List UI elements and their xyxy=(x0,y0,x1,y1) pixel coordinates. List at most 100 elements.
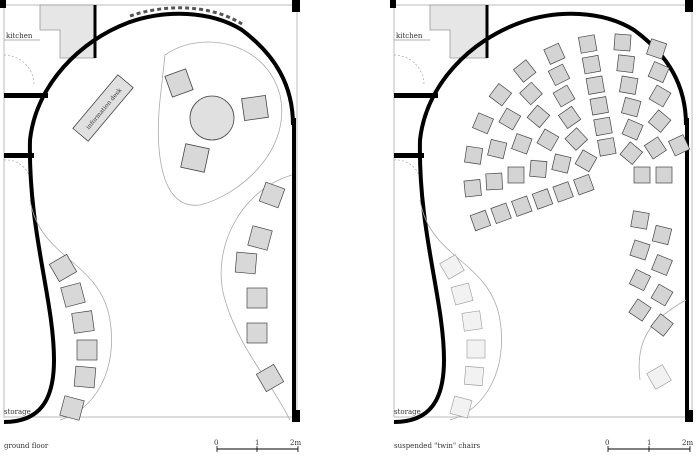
suspended-chairs-drawing: kitchen storage suspended "twin" chairs … xyxy=(390,0,693,452)
kitchen-door-arc xyxy=(393,54,425,86)
suspended-chair xyxy=(643,136,667,160)
suspended-chair xyxy=(646,38,668,60)
scale-tick-label: 2m xyxy=(682,439,693,447)
suspended-chair xyxy=(619,75,639,95)
suspended-chair xyxy=(589,96,609,116)
door-post xyxy=(4,153,34,158)
door-post xyxy=(394,93,438,98)
suspended-chair xyxy=(573,173,595,196)
curved-wall xyxy=(3,11,295,424)
suspended-chair xyxy=(585,75,605,95)
suspended-chair xyxy=(581,54,602,75)
suspended-chair xyxy=(650,313,674,337)
suspended-chair xyxy=(490,202,512,225)
suspended-chair xyxy=(651,254,673,276)
suspended-chair xyxy=(487,139,508,160)
suspended-chair xyxy=(621,118,644,141)
suspended-chair xyxy=(616,54,635,73)
suspended-chair xyxy=(507,166,525,184)
scale-tick-label: 1 xyxy=(647,439,651,447)
suspended-chair xyxy=(488,83,513,107)
suspended-chair xyxy=(651,224,673,246)
suspended-chair xyxy=(472,112,494,135)
suspended-chair xyxy=(628,298,652,322)
suspended-chair xyxy=(511,133,533,155)
zone-outline-left xyxy=(29,199,112,421)
suspended-chair xyxy=(531,188,554,210)
suspended-chair xyxy=(620,96,642,118)
kitchen-block xyxy=(39,4,96,59)
storage-label: storage xyxy=(4,408,31,416)
suspended-chair xyxy=(629,239,651,261)
suspended-chair xyxy=(655,166,673,184)
suspended-chair xyxy=(557,105,582,130)
chair xyxy=(180,143,210,173)
curved-wall xyxy=(393,11,688,424)
suspended-chair xyxy=(463,179,482,198)
scale-tick-label: 0 xyxy=(214,439,218,447)
plan-caption: ground floor xyxy=(4,442,49,450)
plan-caption: suspended "twin" chairs xyxy=(394,442,481,450)
chair-row-left xyxy=(48,253,98,421)
suspended-chair xyxy=(648,84,672,108)
room-outline xyxy=(3,4,298,418)
suspended-chair xyxy=(551,153,572,174)
right-wall xyxy=(685,118,689,422)
suspended-chair xyxy=(485,172,504,191)
chair xyxy=(241,94,269,122)
suspended-chair xyxy=(519,81,543,106)
round-table xyxy=(189,95,235,141)
suspended-chair xyxy=(552,84,576,108)
suspended-chair xyxy=(512,59,537,83)
suspended-chair xyxy=(628,268,652,292)
scale-tick-label: 2m xyxy=(290,439,301,447)
door-post xyxy=(394,153,424,158)
scale-tick-label: 0 xyxy=(605,439,609,447)
suspended-chair xyxy=(469,209,492,232)
suspended-chair xyxy=(552,181,574,203)
information-desk: information desk xyxy=(72,74,134,142)
suspended-chairs-plan: kitchen storage suspended "twin" chairs … xyxy=(350,0,700,454)
suspended-chair xyxy=(547,63,571,87)
scale-tick-label: 1 xyxy=(255,439,259,447)
chair-row-right xyxy=(234,181,286,393)
suspended-chair xyxy=(647,109,672,133)
side-door-arc xyxy=(393,159,420,176)
suspended-chair xyxy=(650,283,674,307)
kitchen-label: kitchen xyxy=(6,32,33,40)
column xyxy=(0,0,6,8)
zone-outline-right xyxy=(638,299,687,381)
column xyxy=(685,0,693,12)
side-door-arc xyxy=(3,159,30,176)
chair-row-left-faint xyxy=(439,254,672,419)
suspended-chair xyxy=(536,128,560,152)
suspended-chair-cluster xyxy=(463,33,691,337)
suspended-chair xyxy=(597,137,617,157)
suspended-chair xyxy=(633,166,651,184)
suspended-chair xyxy=(668,134,691,157)
scale-bar: 0 1 2m xyxy=(605,439,693,452)
ground-floor-plan: information desk kitchen storage ground … xyxy=(0,0,350,454)
zone-outline-top xyxy=(158,41,283,206)
storage-label: storage xyxy=(394,408,421,416)
suspended-chair xyxy=(543,42,566,65)
suspended-chair xyxy=(529,159,548,178)
zone-outline-left xyxy=(419,199,502,421)
kitchen-block xyxy=(429,4,488,59)
chair xyxy=(164,68,194,98)
suspended-chair xyxy=(498,107,522,131)
suspended-chair xyxy=(564,127,589,151)
right-wall xyxy=(292,118,296,422)
door-post xyxy=(4,93,48,98)
suspended-chair xyxy=(647,61,670,84)
scale-bar: 0 1 2m xyxy=(214,439,301,452)
suspended-chair xyxy=(526,104,551,129)
column xyxy=(390,0,396,8)
kitchen-door-arc xyxy=(3,54,35,86)
suspended-chair xyxy=(613,33,632,52)
suspended-chair xyxy=(511,195,533,217)
suspended-chair xyxy=(578,34,598,54)
column xyxy=(292,0,300,12)
suspended-chair xyxy=(464,145,484,165)
suspended-chair xyxy=(630,210,650,230)
